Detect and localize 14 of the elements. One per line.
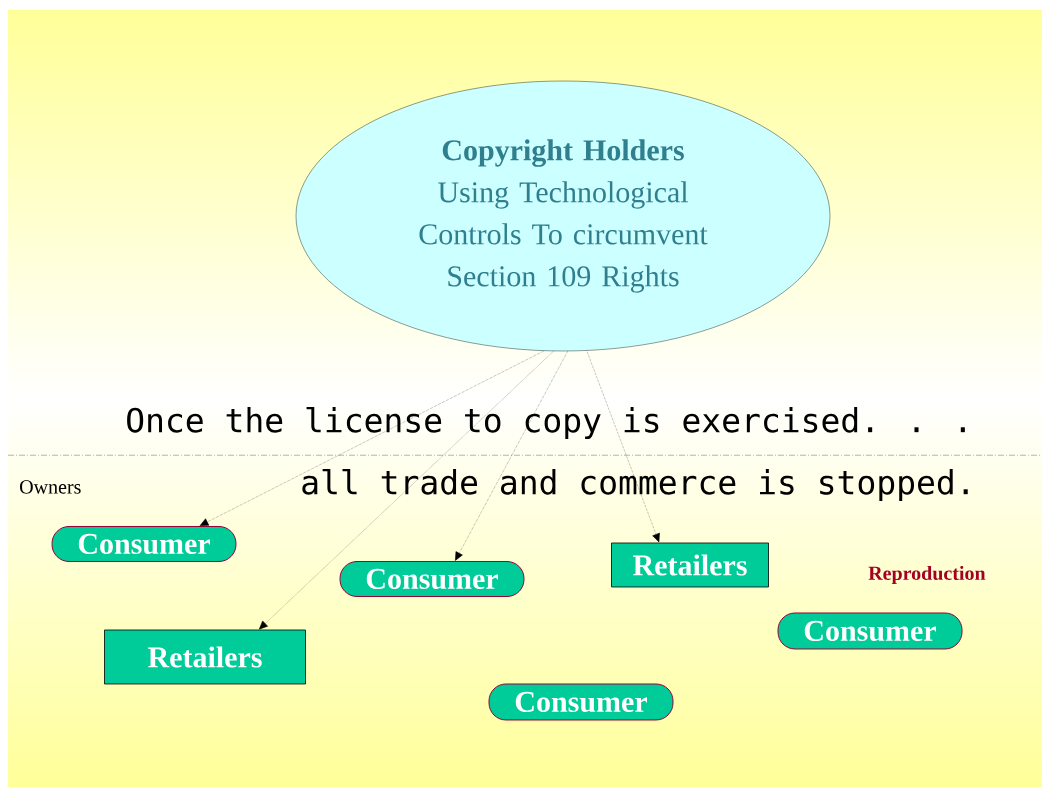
arrow [259,350,554,630]
reproduction-label: Reproduction [868,565,986,585]
consumer-pill: Consumer [51,526,237,562]
statement-text: Once the license to copy is exercised. . . [127,406,965,440]
ellipse-node: Copyright Holders Using Technological Controls To circumvent Section 109 Rights [295,80,831,352]
consumer-pill: Consumer [339,561,525,597]
arrow [455,350,568,561]
consumer-pill: Consumer [488,683,674,721]
consumer-pill: Consumer [777,612,963,650]
retailer-box: Retailers [611,542,769,588]
retailer-box: Retailers [104,629,306,685]
statement-text: all trade and commerce is stopped. [302,468,968,502]
arrow [199,350,545,526]
owners-label: Owners [20,480,81,494]
